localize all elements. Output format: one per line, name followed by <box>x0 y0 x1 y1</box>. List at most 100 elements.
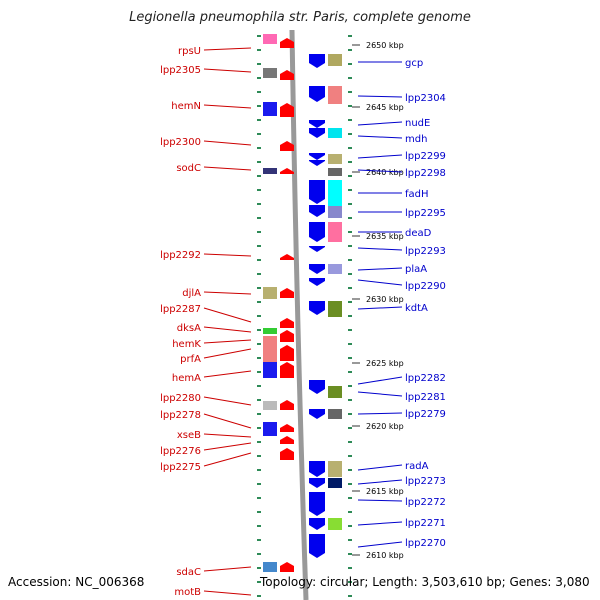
gene-leader-line <box>203 433 252 438</box>
gene-label-motb[interactable]: motB <box>174 587 201 598</box>
kbp-label: 2640 kbp <box>366 168 404 177</box>
gene-leader-line <box>203 140 252 146</box>
gene-arrow <box>309 180 325 204</box>
gene-label-hema[interactable]: hemA <box>172 373 201 384</box>
gene-leader-line <box>203 166 252 171</box>
gene-label-lpp2278[interactable]: lpp2278 <box>160 410 201 421</box>
gene-leader-line <box>357 391 403 397</box>
gene-arrow <box>309 492 325 516</box>
gene-label-sodc[interactable]: sodC <box>176 163 201 174</box>
gene-label-dead[interactable]: deaD <box>405 228 432 239</box>
gene-block <box>328 222 342 242</box>
gene-label-lpp2270[interactable]: lpp2270 <box>405 538 446 549</box>
gene-label-lpp2275[interactable]: lpp2275 <box>160 462 201 473</box>
gene-block <box>328 86 342 104</box>
accession-text: Accession: NC_006368 <box>8 575 145 589</box>
gene-label-hemn[interactable]: hemN <box>171 101 201 112</box>
gene-leader-line <box>357 376 403 385</box>
gene-block <box>328 128 342 138</box>
gene-leader-line <box>203 396 252 406</box>
gene-arrow <box>309 153 325 160</box>
gene-leader-line <box>203 47 252 51</box>
gene-label-lpp2273[interactable]: lpp2273 <box>405 476 446 487</box>
gene-arrow <box>280 448 294 460</box>
gene-label-kdta[interactable]: kdtA <box>405 303 428 314</box>
gene-arrow <box>309 86 325 102</box>
gene-arrow <box>280 562 294 572</box>
gene-label-plaa[interactable]: plaA <box>405 264 427 275</box>
gene-label-lpp2276[interactable]: lpp2276 <box>160 446 201 457</box>
gene-block <box>263 102 277 116</box>
gene-leader-line <box>357 479 403 485</box>
gene-label-lpp2282[interactable]: lpp2282 <box>405 373 446 384</box>
gene-arrow <box>309 278 325 286</box>
gene-label-lpp2272[interactable]: lpp2272 <box>405 497 446 508</box>
gene-leader-line <box>203 68 252 73</box>
gene-arrow <box>309 461 325 477</box>
gene-block <box>328 478 342 488</box>
gene-leader-line <box>357 464 403 471</box>
gene-label-lpp2298[interactable]: lpp2298 <box>405 168 446 179</box>
gene-label-rpsu[interactable]: rpsU <box>178 46 201 57</box>
gene-label-hemk[interactable]: hemK <box>172 339 201 350</box>
kbp-label: 2610 kbp <box>366 551 404 560</box>
gene-arrow <box>309 264 325 274</box>
gene-leader-line <box>357 279 403 286</box>
gene-label-lpp2299[interactable]: lpp2299 <box>405 151 446 162</box>
gene-leader-line <box>203 253 252 257</box>
gene-block <box>328 409 342 419</box>
gene-label-xseb[interactable]: xseB <box>177 430 201 441</box>
gene-leader-line <box>203 566 252 572</box>
gene-arrow <box>309 222 325 242</box>
gene-label-lpp2304[interactable]: lpp2304 <box>405 93 446 104</box>
gene-arrow <box>280 318 294 328</box>
gene-arrow <box>309 246 325 252</box>
gene-leader-line <box>357 135 403 139</box>
gene-label-sdac[interactable]: sdaC <box>176 567 201 578</box>
gene-label-gcp[interactable]: gcp <box>405 58 423 69</box>
gene-label-lpp2290[interactable]: lpp2290 <box>405 281 446 292</box>
gene-block <box>328 206 342 218</box>
forward-strand-genes: rpsU lpp2305 hemN lpp2300 sodC lpp2292 djlA lpp… <box>160 34 294 598</box>
gene-label-djla[interactable]: djlA <box>182 288 201 299</box>
gene-leader-line <box>357 499 403 502</box>
gene-label-nude[interactable]: nudE <box>405 118 430 129</box>
gene-block <box>263 68 277 78</box>
gene-leader-line <box>203 326 252 333</box>
gene-label-lpp2300[interactable]: lpp2300 <box>160 137 201 148</box>
gene-arrow <box>280 400 294 410</box>
gene-leader-line <box>357 154 403 159</box>
gene-leader-line <box>357 412 403 415</box>
gene-block <box>328 518 342 530</box>
gene-block <box>263 336 277 362</box>
gene-label-fadh[interactable]: fadH <box>405 189 429 200</box>
gene-label-lpp2279[interactable]: lpp2279 <box>405 409 446 420</box>
gene-block <box>328 180 342 206</box>
gene-leader-line <box>357 247 403 251</box>
kbp-label: 2625 kbp <box>366 359 404 368</box>
gene-arrow <box>309 534 325 558</box>
gene-block <box>263 562 277 572</box>
gene-label-lpp2281[interactable]: lpp2281 <box>405 392 446 403</box>
gene-label-lpp2271[interactable]: lpp2271 <box>405 518 446 529</box>
gene-arrow <box>309 380 325 394</box>
genome-backbone <box>289 29 309 600</box>
gene-label-lpp2293[interactable]: lpp2293 <box>405 246 446 257</box>
gene-arrow <box>280 330 294 342</box>
gene-label-lpp2295[interactable]: lpp2295 <box>405 208 446 219</box>
gene-label-lpp2287[interactable]: lpp2287 <box>160 304 201 315</box>
gene-arrow <box>280 141 294 151</box>
gene-leader-line <box>357 521 403 526</box>
gene-label-mdh[interactable]: mdh <box>405 134 427 145</box>
gene-label-prfa[interactable]: prfA <box>180 354 201 365</box>
gene-label-lpp2305[interactable]: lpp2305 <box>160 65 201 76</box>
gene-arrow <box>280 254 294 260</box>
gene-label-rada[interactable]: radA <box>405 461 429 472</box>
gene-arrow <box>280 424 294 432</box>
gene-block <box>328 386 342 398</box>
gene-label-lpp2292[interactable]: lpp2292 <box>160 250 201 261</box>
gene-leader-line <box>203 339 252 344</box>
gene-label-lpp2280[interactable]: lpp2280 <box>160 393 201 404</box>
gene-label-dksa[interactable]: dksA <box>177 323 201 334</box>
